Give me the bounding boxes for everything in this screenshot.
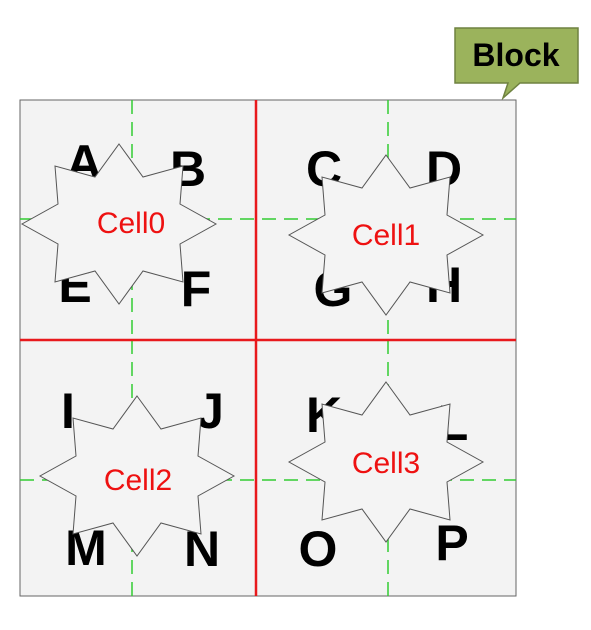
cell-1-star-shape [287, 154, 485, 316]
cell-0: A B E F Cell0 [20, 135, 218, 317]
cell-2-letter-i: I [61, 383, 75, 439]
cell-borders [20, 100, 516, 596]
block-callout-shape [454, 27, 579, 101]
block-callout: Block [454, 27, 579, 101]
cell-3-letter-o: O [299, 521, 338, 577]
cell-2: I J M N Cell2 [38, 383, 236, 577]
cell-2-label: Cell2 [104, 464, 172, 497]
cell-3-label: Cell3 [352, 447, 420, 480]
block-label: Block [472, 37, 559, 73]
cell-3: K L O P Cell3 [287, 381, 485, 577]
cell-0-star-shape [20, 143, 218, 305]
cell-1: C D G H Cell1 [287, 141, 485, 317]
cell-3-letter-p: P [435, 515, 468, 571]
cell-0-letter-f: F [181, 261, 212, 317]
cell-0-label: Cell0 [97, 207, 165, 240]
cell-3-star-shape [287, 381, 485, 543]
cell-2-letter-j: J [196, 383, 224, 439]
cell-2-star-shape [38, 395, 236, 557]
cell-1-label: Cell1 [352, 219, 420, 252]
